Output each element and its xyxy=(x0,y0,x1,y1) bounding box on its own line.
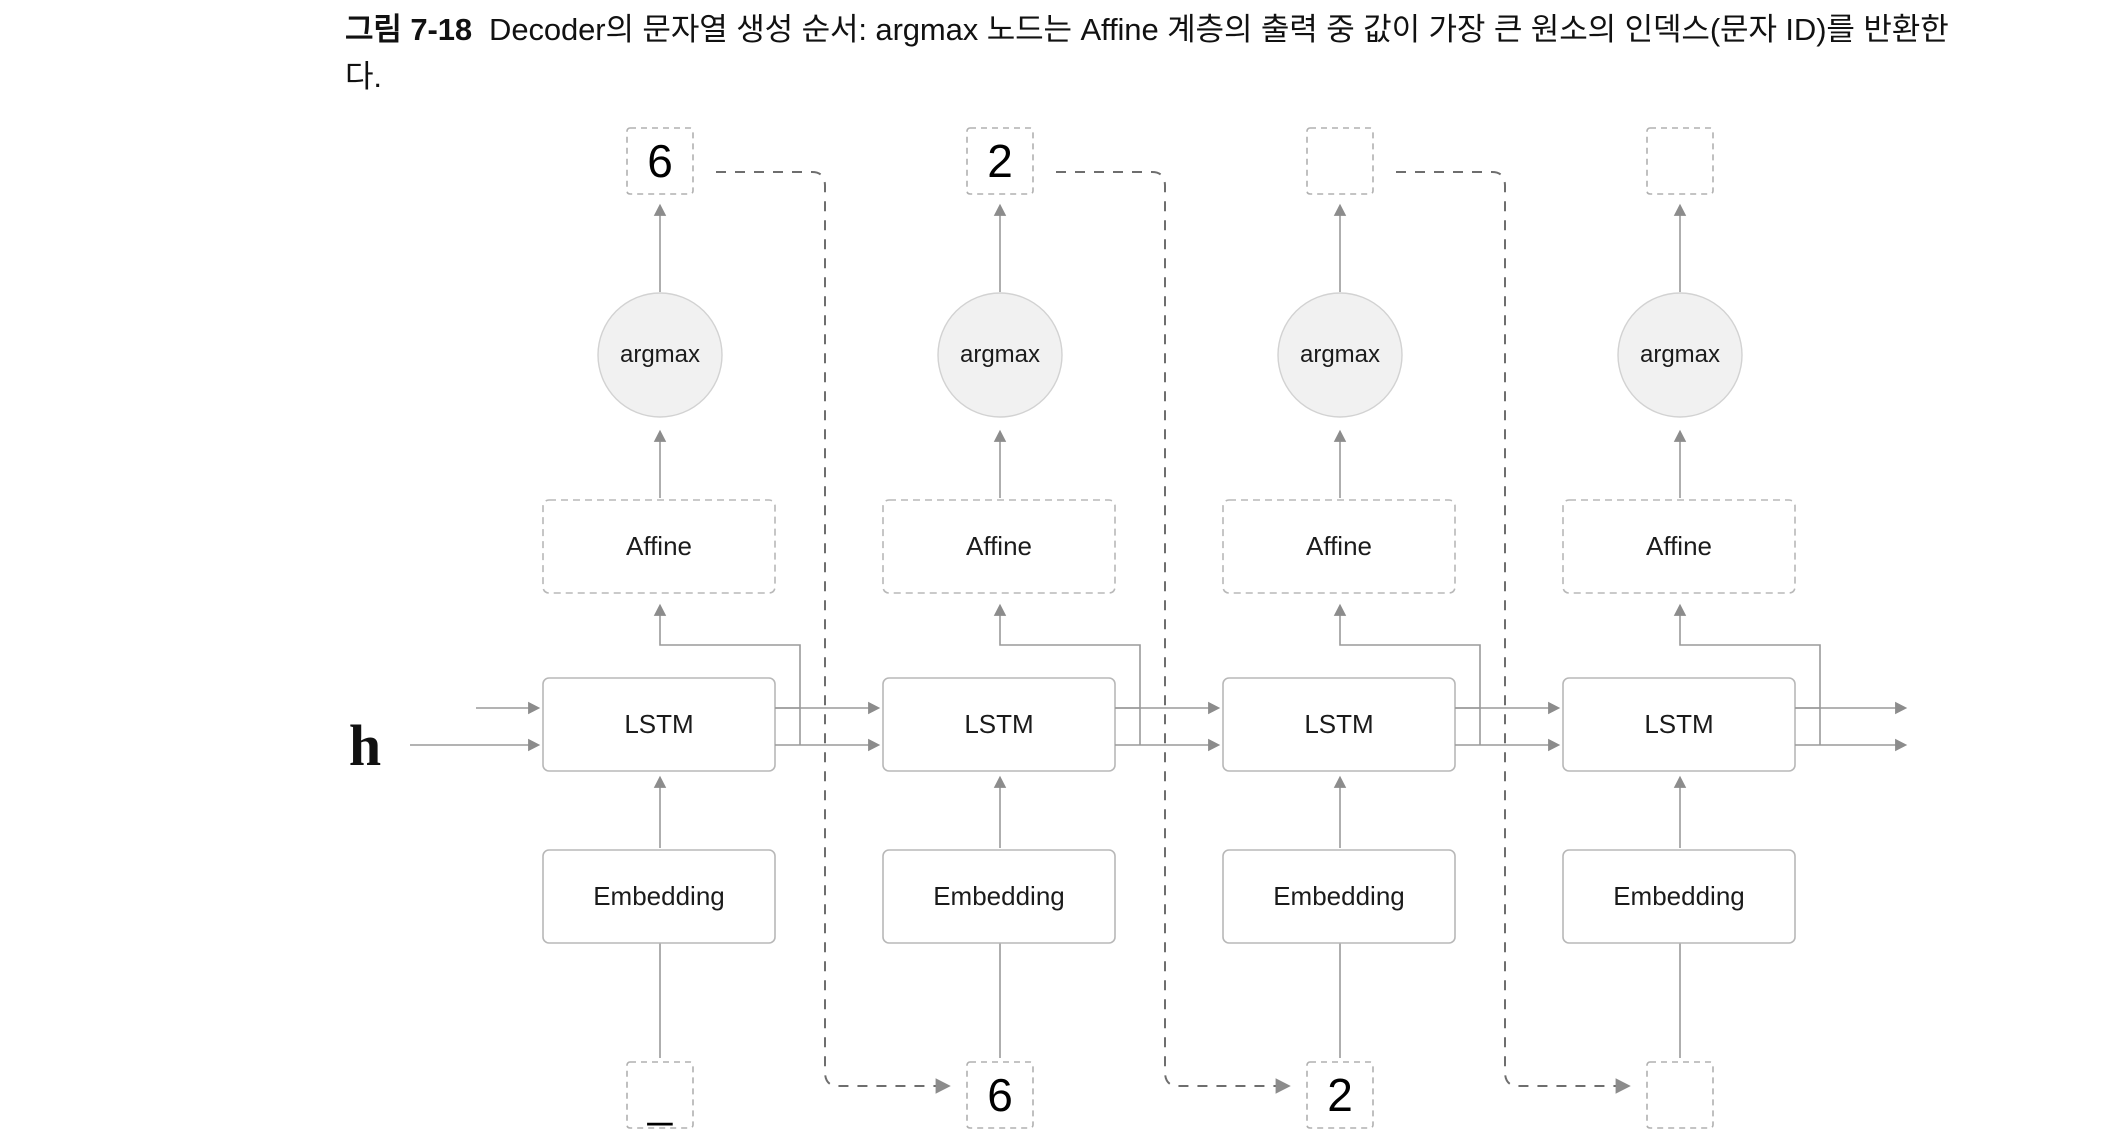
figure-caption: 그림 7-18 Decoder의 문자열 생성 순서: argmax 노드는 A… xyxy=(345,6,1970,100)
lstm-box-1 xyxy=(882,677,1116,772)
embedding-box-2 xyxy=(1222,849,1456,944)
figure-caption-text: Decoder의 문자열 생성 순서: argmax 노드는 Affine 계층… xyxy=(345,12,1949,95)
output-token-box-3 xyxy=(1646,127,1714,195)
figure-caption-label: 그림 7-18 xyxy=(345,12,472,47)
affine-box-3 xyxy=(1562,499,1796,594)
argmax-circle-2 xyxy=(1277,292,1403,418)
affine-box-2 xyxy=(1222,499,1456,594)
feedback-path-1 xyxy=(1056,171,1291,1094)
lstm-box-2 xyxy=(1222,677,1456,772)
affine-box-1 xyxy=(882,499,1116,594)
feedback-path-0 xyxy=(716,171,951,1094)
input-token-box-3 xyxy=(1646,1061,1714,1129)
embedding-box-3 xyxy=(1562,849,1796,944)
argmax-circle-1 xyxy=(937,292,1063,418)
embedding-box-1 xyxy=(882,849,1116,944)
feedback-path-2 xyxy=(1396,171,1631,1094)
output-token-box-2 xyxy=(1306,127,1374,195)
input-token-box-1 xyxy=(966,1061,1034,1129)
argmax-circle-3 xyxy=(1617,292,1743,418)
output-token-box-0 xyxy=(626,127,694,195)
lstm-box-3 xyxy=(1562,677,1796,772)
input-token-box-0 xyxy=(626,1061,694,1129)
affine-box-0 xyxy=(542,499,776,594)
lstm-box-0 xyxy=(542,677,776,772)
embedding-box-0 xyxy=(542,849,776,944)
argmax-circle-0 xyxy=(597,292,723,418)
output-token-box-1 xyxy=(966,127,1034,195)
input-token-box-2 xyxy=(1306,1061,1374,1129)
